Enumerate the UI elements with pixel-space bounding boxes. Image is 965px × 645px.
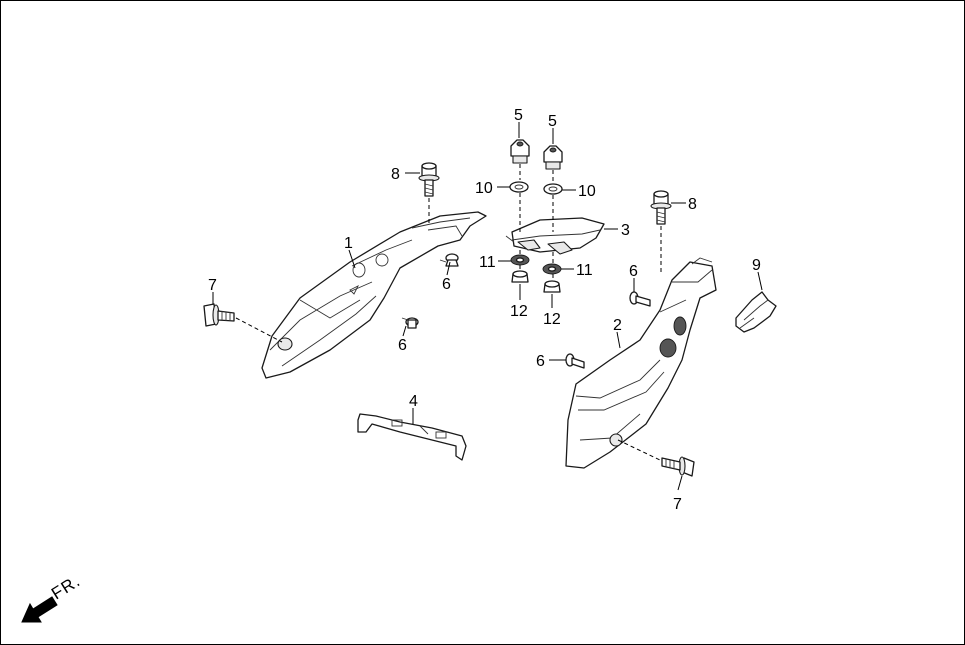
- callout-6d: 6: [536, 353, 545, 370]
- callout-11a: 11: [479, 254, 496, 271]
- part-1-left-side-cover: [261, 211, 487, 379]
- callout-8b: 8: [688, 196, 697, 213]
- part-3-center-top-cover: [505, 217, 605, 255]
- part-6-screw-b: [401, 317, 419, 329]
- part-12-nut-left: [511, 270, 529, 283]
- callout-5b: 5: [548, 113, 557, 130]
- leader-lines: [212, 122, 763, 491]
- part-5-bolt-right: [543, 145, 563, 170]
- callout-5a: 5: [514, 107, 523, 124]
- callout-2: 2: [613, 317, 622, 334]
- part-12-nut-right: [543, 280, 561, 293]
- part-10-washer-right: [543, 183, 563, 195]
- part-2-right-side-cover: [565, 257, 717, 469]
- part-5-bolt-left: [510, 139, 530, 164]
- front-direction-indicator: FR.: [21, 571, 84, 623]
- part-6-screw-c: [629, 291, 651, 307]
- callout-9: 9: [752, 257, 761, 274]
- part-7-bolt-left: [203, 303, 235, 327]
- part-8-flange-bolt-left: [418, 162, 440, 197]
- callout-3: 3: [621, 222, 630, 239]
- part-11-lock-washer-right: [542, 263, 562, 275]
- callout-4: 4: [409, 393, 418, 410]
- callout-11b: 11: [576, 262, 593, 279]
- part-6-screw-d: [565, 353, 585, 369]
- part-9-clip: [735, 291, 777, 333]
- part-4-bracket: [357, 413, 467, 461]
- callout-12a: 12: [510, 303, 528, 320]
- assembly-lines: [235, 164, 662, 461]
- callout-6c: 6: [629, 263, 638, 280]
- callout-10b: 10: [578, 183, 596, 200]
- callout-labels: 1 2 3 4 5 5 6 6 6 6 7 7 8 8 9 10 10 11 1…: [208, 107, 761, 513]
- part-8-flange-bolt-right: [650, 190, 672, 225]
- callout-10a: 10: [475, 180, 493, 197]
- front-arrow-icon: [21, 596, 58, 623]
- part-7-bolt-right: [661, 456, 695, 477]
- callout-6b: 6: [398, 337, 407, 354]
- callout-7a: 7: [208, 277, 217, 294]
- part-10-washer-left: [509, 181, 529, 193]
- callout-8a: 8: [391, 166, 400, 183]
- part-11-lock-washer-left: [510, 254, 530, 266]
- callout-6a: 6: [442, 276, 451, 293]
- callout-7b: 7: [673, 496, 682, 513]
- callout-12b: 12: [543, 311, 561, 328]
- callout-1: 1: [344, 235, 353, 252]
